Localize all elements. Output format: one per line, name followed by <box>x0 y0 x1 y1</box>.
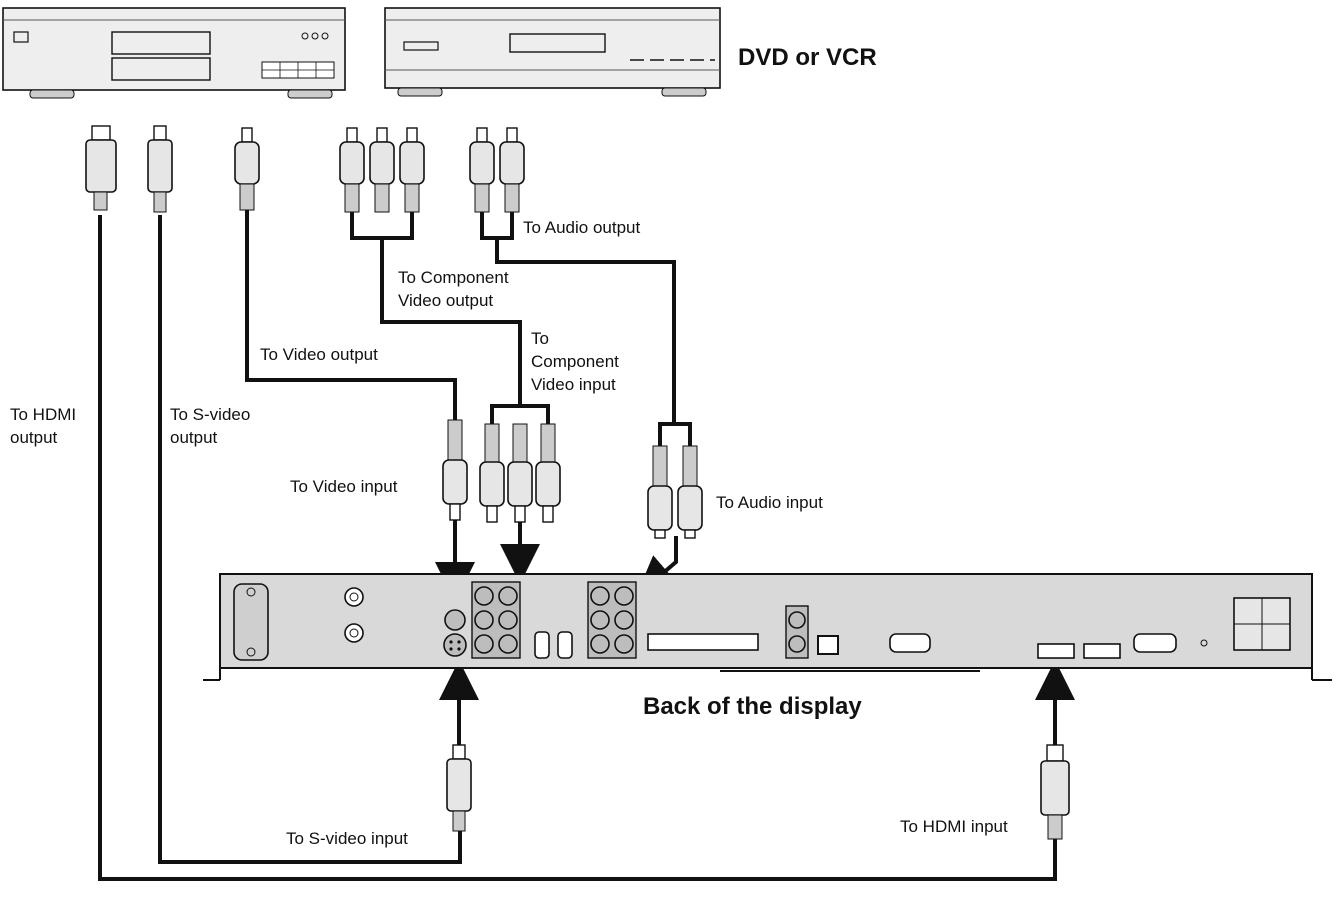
label-component-output-line2: Video output <box>398 291 493 310</box>
svideo-plug-source <box>147 125 173 213</box>
label-component-input-line1: To <box>531 329 549 348</box>
label-svideo-input: To S-video input <box>286 829 408 848</box>
component-plugs-display <box>479 423 561 523</box>
audio-plugs-display <box>647 445 703 539</box>
display-title: Back of the display <box>643 693 862 720</box>
label-video-input: To Video input <box>290 477 398 496</box>
label-svideo-output-line1: To S-video <box>170 405 250 424</box>
dvd-player <box>2 7 346 99</box>
label-component-output-line1: To Component <box>398 268 509 287</box>
display-back-panel <box>203 573 1332 681</box>
labels: To Audio output To Component Video outpu… <box>10 218 1008 848</box>
video-plug-source <box>234 127 260 211</box>
component-plugs-source <box>339 127 425 213</box>
vcr-player <box>384 7 721 97</box>
device-title: DVD or VCR <box>738 44 877 71</box>
label-component-input-line3: Video input <box>531 375 616 394</box>
audio-plugs-source <box>469 127 525 213</box>
hdmi-plug-source <box>85 125 117 211</box>
label-audio-input: To Audio input <box>716 493 823 512</box>
label-svideo-output-line2: output <box>170 428 218 447</box>
label-component-input-line2: Component <box>531 352 619 371</box>
label-hdmi-output-line2: output <box>10 428 58 447</box>
label-video-output: To Video output <box>260 345 378 364</box>
label-hdmi-output-line1: To HDMI <box>10 405 76 424</box>
cables <box>98 210 1057 881</box>
svideo-plug-display <box>446 744 472 832</box>
hdmi-plug-display <box>1040 744 1070 840</box>
label-audio-output: To Audio output <box>523 218 640 237</box>
label-hdmi-input: To HDMI input <box>900 817 1008 836</box>
video-plug-display <box>442 419 468 521</box>
